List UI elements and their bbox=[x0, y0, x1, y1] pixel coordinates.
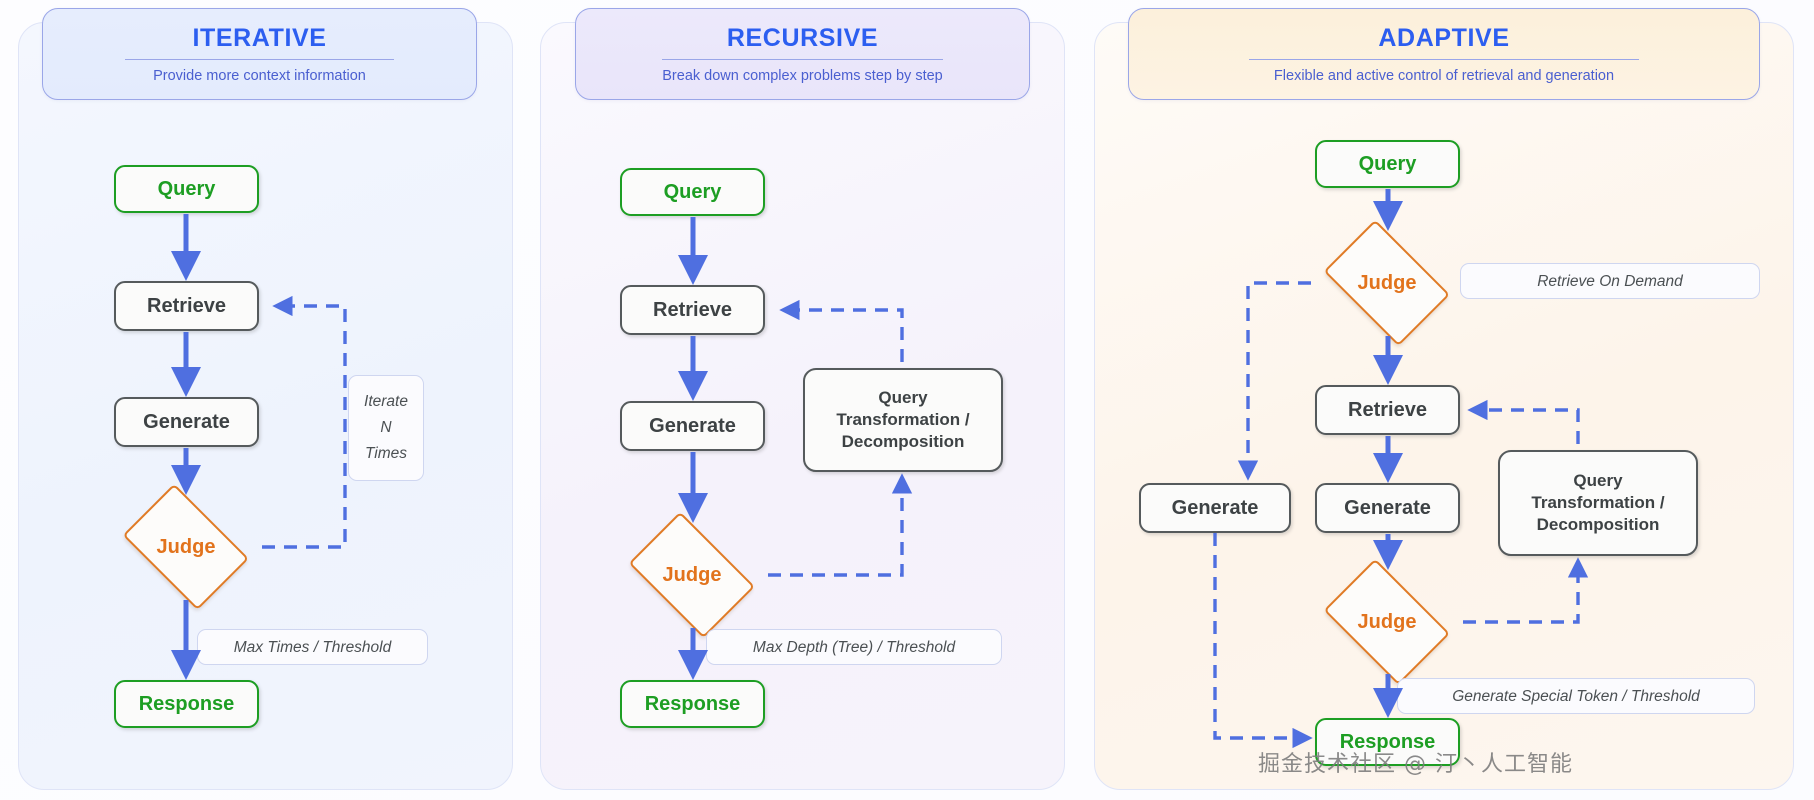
node-judge-iterative[interactable]: Judge bbox=[110, 483, 262, 611]
node-line-2: Transformation / bbox=[836, 410, 970, 429]
panel-recursive-header: RECURSIVE Break down complex problems st… bbox=[575, 8, 1030, 100]
tag-max-depth-threshold: Max Depth (Tree) / Threshold bbox=[706, 629, 1002, 665]
tag-line-3: Times bbox=[364, 445, 408, 462]
node-judge-top-adaptive[interactable]: Judge bbox=[1311, 219, 1463, 347]
node-query-recursive[interactable]: Query bbox=[620, 168, 765, 216]
tag-generate-special-token: Generate Special Token / Threshold bbox=[1397, 678, 1755, 714]
panel-iterative-subtitle: Provide more context information bbox=[153, 68, 366, 85]
panel-adaptive-subtitle: Flexible and active control of retrieval… bbox=[1273, 68, 1615, 85]
node-generate-main-adaptive[interactable]: Generate bbox=[1315, 483, 1460, 533]
node-retrieve-iterative[interactable]: Retrieve bbox=[114, 281, 259, 331]
edges-iterative bbox=[171, 214, 347, 681]
tag-line-1: Iterate bbox=[364, 393, 408, 410]
node-generate-iterative[interactable]: Generate bbox=[114, 397, 259, 447]
header-divider bbox=[1248, 59, 1640, 61]
panel-recursive-subtitle: Break down complex problems step by step bbox=[662, 68, 943, 85]
node-query-adaptive[interactable]: Query bbox=[1315, 140, 1460, 188]
edges-recursive bbox=[678, 217, 913, 681]
node-generate-left-adaptive[interactable]: Generate bbox=[1139, 483, 1291, 533]
header-divider bbox=[662, 59, 943, 61]
node-query-iterative[interactable]: Query bbox=[114, 165, 259, 213]
node-line-1: Query bbox=[1573, 471, 1623, 490]
node-generate-recursive[interactable]: Generate bbox=[620, 401, 765, 451]
panel-adaptive-title: ADAPTIVE bbox=[1378, 24, 1510, 52]
node-response-iterative[interactable]: Response bbox=[114, 680, 259, 728]
header-divider bbox=[125, 59, 394, 61]
tag-max-times-threshold: Max Times / Threshold bbox=[197, 629, 428, 665]
node-judge-bottom-adaptive[interactable]: Judge bbox=[1311, 558, 1463, 686]
tag-iterate-n-times: Iterate N Times bbox=[348, 375, 424, 481]
node-response-adaptive[interactable]: Response bbox=[1315, 718, 1460, 766]
node-retrieve-recursive[interactable]: Retrieve bbox=[620, 285, 765, 335]
panel-adaptive-header: ADAPTIVE Flexible and active control of … bbox=[1128, 8, 1760, 100]
node-judge-recursive[interactable]: Judge bbox=[616, 511, 768, 639]
node-line-2: Transformation / bbox=[1531, 493, 1665, 512]
tag-retrieve-on-demand: Retrieve On Demand bbox=[1460, 263, 1760, 299]
node-query-transformation-recursive[interactable]: Query Transformation / Decomposition bbox=[803, 368, 1003, 472]
node-line-3: Decomposition bbox=[1536, 515, 1660, 534]
panel-iterative-header: ITERATIVE Provide more context informati… bbox=[42, 8, 477, 100]
panel-recursive-title: RECURSIVE bbox=[726, 24, 879, 52]
node-response-recursive[interactable]: Response bbox=[620, 680, 765, 728]
tag-line-2: N bbox=[380, 419, 392, 436]
node-retrieve-adaptive[interactable]: Retrieve bbox=[1315, 385, 1460, 435]
node-query-transformation-adaptive[interactable]: Query Transformation / Decomposition bbox=[1498, 450, 1698, 556]
watermark: 掘金技术社区 @ 汀丶人工智能 bbox=[1258, 752, 1573, 777]
node-line-1: Query bbox=[878, 388, 928, 407]
node-line-3: Decomposition bbox=[841, 432, 965, 451]
panel-iterative-title: ITERATIVE bbox=[192, 24, 327, 52]
edges-adaptive bbox=[1213, 189, 1589, 749]
